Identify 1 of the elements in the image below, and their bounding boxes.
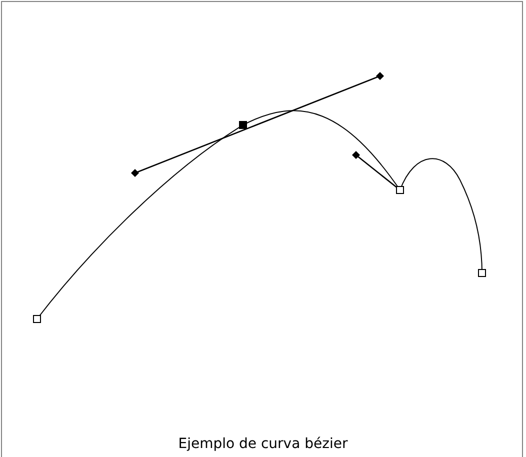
caption: Ejemplo de curva bézier (178, 436, 348, 452)
